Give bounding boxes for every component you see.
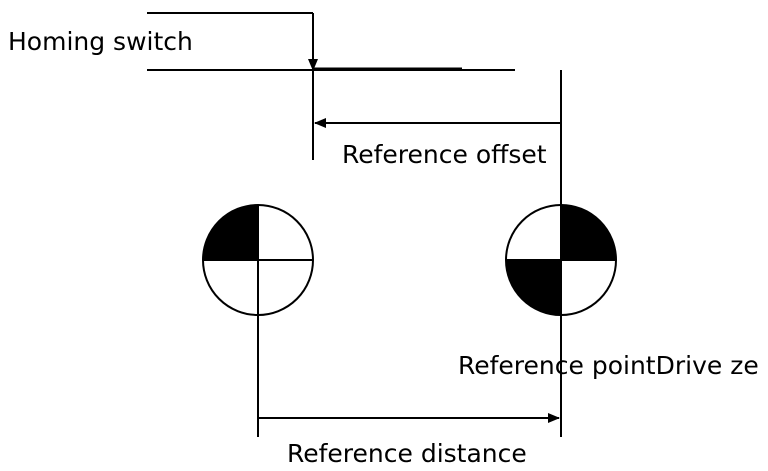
reference-point-drive-zero-label: Reference pointDrive ze [458, 351, 759, 380]
drive-zero-quadrant-bottom-left [506, 260, 561, 315]
homing-switch-label: Homing switch [8, 27, 193, 56]
reference-distance-label: Reference distance [287, 439, 527, 468]
drive-zero-quadrant-top-right [561, 205, 616, 260]
homing-switch-signal [147, 12, 515, 160]
reference-point-quadrant [203, 205, 258, 260]
drive-zero-marker [505, 204, 617, 316]
reference-offset-label: Reference offset [342, 140, 547, 169]
reference-point-marker [202, 204, 314, 437]
